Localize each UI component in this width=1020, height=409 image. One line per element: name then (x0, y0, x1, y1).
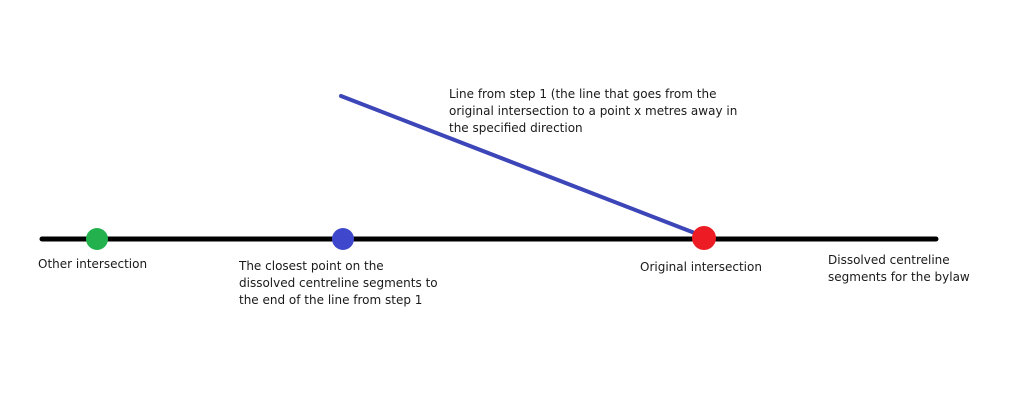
closest-point-label: The closest point on the dissolved centr… (239, 258, 438, 309)
other-intersection-label-line: Other intersection (38, 257, 148, 271)
original-intersection-label-line: Original intersection (640, 260, 762, 274)
closest-point-label-line: dissolved centreline segments to (239, 276, 438, 290)
closest-point-label-line: The closest point on the (239, 259, 384, 273)
step1-line-label: Line from step 1 (the line that goes fro… (449, 86, 737, 137)
dissolved-segments-label-line: Dissolved centreline (828, 253, 950, 267)
original-intersection-point (692, 226, 716, 250)
closest-point-label-line: the end of the line from step 1 (239, 293, 423, 307)
closest-point-marker (332, 228, 354, 250)
step1-line-label-line: Line from step 1 (the line that goes fro… (449, 87, 717, 101)
other-intersection-point (86, 228, 108, 250)
dissolved-segments-label: Dissolved centreline segments for the by… (828, 252, 970, 286)
step1-line-label-line: original intersection to a point x metre… (449, 104, 738, 118)
other-intersection-label: Other intersection (38, 256, 147, 273)
step1-line (339, 94, 707, 239)
step1-line-label-line: the specified direction (449, 121, 583, 135)
original-intersection-label: Original intersection (640, 259, 762, 276)
dissolved-segments-label-line: segments for the bylaw (828, 270, 970, 284)
